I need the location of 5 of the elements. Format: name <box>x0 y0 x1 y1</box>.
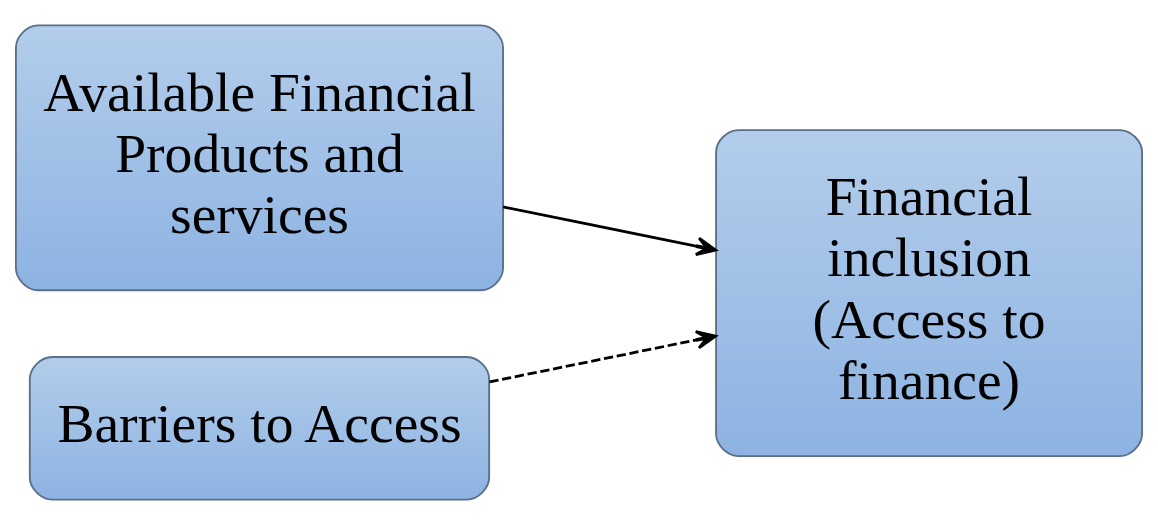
arrow <box>502 205 718 256</box>
node-box: Financial inclusion (Access to finance) <box>715 129 1143 457</box>
node-box: Barriers to Access <box>28 356 491 501</box>
arrow <box>489 330 717 384</box>
node-box: Available Financial Products and services <box>15 24 504 292</box>
